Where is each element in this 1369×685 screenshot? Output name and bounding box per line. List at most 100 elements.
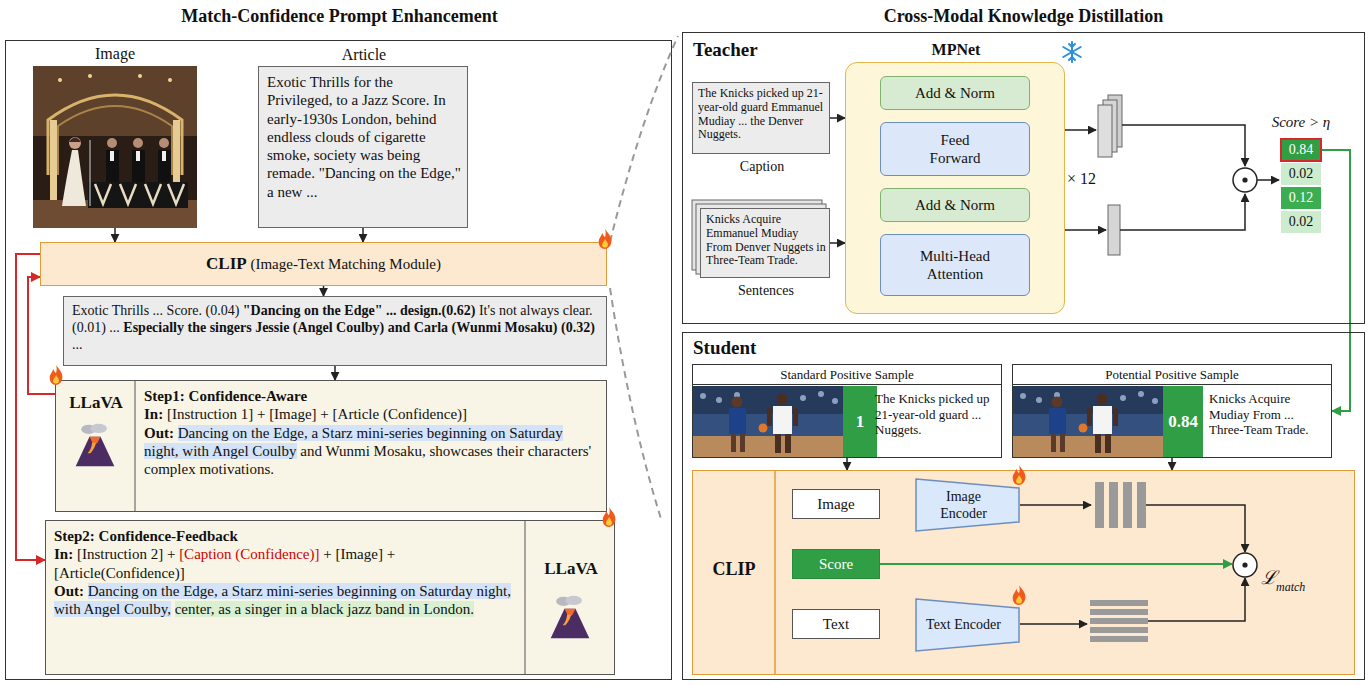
score-value: 0.02	[1281, 163, 1321, 185]
drawing-part	[1090, 618, 1148, 624]
drawing-part	[1257, 179, 1279, 181]
text-line: 0.84	[1289, 141, 1314, 158]
text-line: MPNet	[846, 41, 1066, 59]
text-line: The Knicks picked up 21-year-old guard .…	[875, 391, 997, 438]
encoder-name: Image Encoder	[940, 489, 987, 521]
sentences-heading: Sentences	[738, 283, 794, 298]
drawing-part	[525, 520, 526, 675]
drawing-part	[1242, 177, 1247, 182]
drawing-part	[106, 150, 119, 182]
input-name: Score	[819, 556, 853, 572]
text-line: Add & Norm	[915, 84, 995, 102]
drawing-part	[1098, 105, 1112, 157]
sample-box: 1Standard Positive SampleThe Knicks pick…	[692, 364, 1002, 458]
mpnet-block: Add & NormFeed ForwardAdd & NormMulti-He…	[845, 62, 1065, 314]
layer-box: Add & Norm	[880, 188, 1030, 222]
panel-title: Teacher	[693, 39, 833, 61]
drawing-part	[48, 95, 182, 175]
drawing-part	[173, 120, 180, 200]
flow-arrow	[16, 254, 45, 560]
drawing-part	[158, 150, 171, 182]
input-name: Score	[793, 550, 879, 578]
drawing-part	[1020, 504, 1091, 506]
sample-photos	[693, 386, 1163, 457]
drawing-part	[1095, 482, 1146, 528]
layer-name: Add & Norm	[881, 77, 1029, 109]
text-wrap: Multi-Head Attention	[903, 247, 1007, 284]
label: Cross-Modal Knowledge Distillation	[682, 6, 1365, 27]
score-cell: 0.02	[1280, 162, 1322, 186]
text-wrap: Image Encoder	[921, 488, 1006, 522]
text-line: 0.84	[1168, 412, 1198, 432]
text-wrap: Feed Forward	[915, 131, 995, 168]
score-value: 0.02	[1281, 211, 1321, 233]
text-wrap: Add & Norm	[915, 84, 995, 102]
sentences-box: Knicks Acquire Emmanuel Mudiay From Denv…	[700, 208, 830, 278]
drawing-part	[69, 138, 81, 143]
drawing-part	[1120, 194, 1245, 230]
text-line: Exotic Thrills ... Score. (0.04) "Dancin…	[72, 302, 600, 353]
model-name: LLaVA	[56, 393, 136, 413]
score-cell: 0.84	[1280, 138, 1322, 162]
encoder-name: Text Encoder	[926, 617, 1001, 632]
drawing-part	[58, 106, 172, 175]
text-line: 0.12	[1289, 189, 1314, 206]
trapezoid-outline	[915, 478, 1020, 532]
caption-box: The Knicks picked up 21-year-old guard E…	[692, 82, 830, 154]
drawing-part	[107, 138, 117, 148]
flow-arrow	[846, 458, 848, 470]
drawing-part	[1090, 600, 1148, 606]
flame-icons	[50, 229, 1026, 605]
flow-arrow	[28, 277, 55, 394]
drawing-part	[133, 138, 143, 148]
text-line: The Knicks picked up 21-year-old guard E…	[698, 87, 826, 142]
text-line: CLIP	[693, 559, 775, 580]
text-wrap: 0.02	[1289, 165, 1314, 182]
input-name: Text	[823, 616, 849, 632]
drawing-part	[89, 140, 91, 206]
step-text: Step1: Confidence-Aware	[144, 388, 307, 404]
drawing-part	[1090, 600, 1148, 642]
sentences-heading: Sentences	[693, 283, 839, 299]
text-line: Step1: Confidence-Aware	[144, 387, 600, 405]
panel: The Knicks picked up 21-year-old guard E…	[682, 32, 1365, 324]
layer-name: Add & Norm	[915, 197, 995, 213]
drawing-part	[168, 78, 172, 82]
frozen-icon	[1063, 42, 1080, 62]
text-wrap: Score	[819, 555, 853, 573]
drawing-part	[88, 182, 188, 208]
text-wrap: 0.12	[1289, 189, 1314, 206]
drawing-part	[1108, 95, 1122, 147]
drawing-part	[50, 120, 57, 200]
text-line: 0.02	[1289, 165, 1314, 182]
label-value: 1	[856, 412, 865, 431]
score-value: 0.84	[1282, 140, 1320, 160]
panel-title: Student	[693, 337, 833, 359]
clip-module: ImageScoreTextImage EncoderText EncoderC…	[692, 470, 1355, 675]
text-line: Step2: Confidence-Feedback	[54, 527, 522, 545]
drawing-part	[95, 184, 184, 204]
drawing-part	[33, 66, 197, 136]
drawing-part	[106, 138, 171, 182]
score-box: Score	[792, 549, 880, 579]
text-wrap: Text	[823, 615, 849, 633]
score-cell: 0.02	[1280, 210, 1322, 234]
label: Score > η	[1256, 114, 1346, 131]
text-line: Image	[33, 45, 197, 63]
confidence-text: "Dancing on the Edge" ... design.(0.62)	[243, 303, 476, 318]
sentence-text: Knicks Acquire Emmanuel Mudiay From Denv…	[706, 212, 826, 267]
step-text: [Caption (Confidence)]	[179, 546, 319, 562]
drawing-part	[1065, 125, 1279, 230]
article-text: Exotic Thrills for the Privileged, to a …	[267, 74, 461, 200]
model-name: LLaVA	[69, 393, 123, 412]
article-heading: Article	[259, 46, 469, 64]
model-name: MPNet	[846, 41, 1066, 59]
panel-title: Match-Confidence Prompt Enhancement	[181, 6, 498, 26]
drawing-part	[1103, 100, 1117, 152]
layer-box: Feed Forward	[880, 122, 1030, 176]
drawing-part	[136, 151, 140, 161]
text-line: Multi-Head Attention	[903, 247, 1007, 284]
drawing-part	[603, 507, 616, 527]
stage-photo	[33, 66, 197, 228]
